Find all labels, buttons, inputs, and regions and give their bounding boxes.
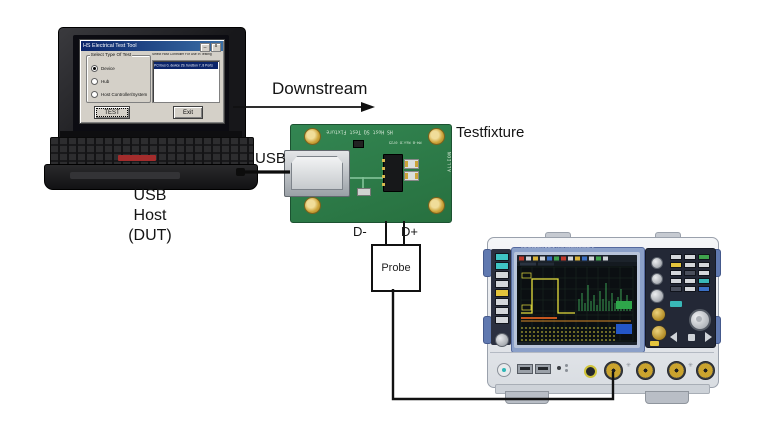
scope-front-divider xyxy=(490,352,714,353)
downstream-label: Downstream xyxy=(272,79,368,98)
pcb-trace xyxy=(345,177,385,179)
usb-cable-label: USB xyxy=(255,150,286,167)
aux-out-connector xyxy=(584,365,597,378)
mounting-pad xyxy=(304,128,321,145)
run-stop-button xyxy=(670,301,682,307)
panel-button xyxy=(650,341,659,346)
arrow-pad xyxy=(670,331,712,343)
display-toolbar-icons xyxy=(519,256,608,261)
trigger-level-knob xyxy=(650,289,664,303)
channel-marker-icon: ✳ xyxy=(626,363,632,369)
radio-hub[interactable]: Hub xyxy=(91,78,112,85)
probe-comp-contact xyxy=(565,364,568,367)
host-controller-listbox[interactable]: PCI bus 0, device 29, function 7, 8 Port… xyxy=(152,60,220,103)
horizontal-scale-knob xyxy=(651,257,663,269)
arrow-right-icon xyxy=(705,332,712,342)
probe-comp-contact xyxy=(557,366,561,370)
smd-component xyxy=(357,188,371,196)
scope-softkey xyxy=(495,253,509,261)
usb-b-connector xyxy=(284,150,350,197)
dialog-title: HS Electrical Test Tool xyxy=(83,43,137,49)
radio-selected-icon[interactable] xyxy=(91,65,98,72)
laptop-hinge xyxy=(60,131,242,138)
dialog-title-bar[interactable]: HS Electrical Test Tool _ x xyxy=(81,41,223,52)
scope-softkey xyxy=(495,289,509,297)
exit-button[interactable]: Exit xyxy=(173,106,203,119)
probe-comp-contact xyxy=(565,369,568,372)
usb-b-opening xyxy=(291,156,343,190)
pin-header xyxy=(382,154,403,192)
radio-device[interactable]: Device xyxy=(91,65,119,72)
scope-softkey xyxy=(495,271,509,279)
minimize-icon[interactable]: _ xyxy=(200,43,210,52)
mounting-pad xyxy=(428,128,445,145)
yellow-trace xyxy=(521,278,575,314)
smd-resistor xyxy=(404,171,419,181)
scope-button-grid xyxy=(670,254,712,292)
usb-host-dut-label: USB Host (DUT) xyxy=(128,187,172,244)
scope-control-panel xyxy=(645,248,716,348)
green-label-box xyxy=(616,301,632,309)
smd-resistor xyxy=(404,159,419,169)
laptop-drive-slot xyxy=(70,172,180,179)
test-type-group-label: Select Type Of Test xyxy=(90,52,132,58)
channel-marker-icon: ✳ xyxy=(688,363,694,369)
test-button[interactable]: TEST xyxy=(94,106,130,119)
scope-softkey xyxy=(495,298,509,306)
measurement-rows xyxy=(521,327,615,341)
probe-box: Probe xyxy=(371,244,421,292)
close-icon[interactable]: x xyxy=(211,43,221,52)
downstream-arrowhead-icon xyxy=(361,102,375,112)
test-type-groupbox: Select Type Of Test Device Hub Host Cont… xyxy=(86,52,151,103)
bnc-input-ch3 xyxy=(667,361,686,380)
scope-waveform-graphic xyxy=(517,255,637,345)
bnc-input-ch4 xyxy=(696,361,715,380)
scope-intensity-knob xyxy=(495,333,509,347)
pcb-silkscreen-brand: ALLION xyxy=(447,151,453,172)
d-minus-label: D- xyxy=(353,224,367,239)
scope-brand-text: ROHDE&SCHWARZ RTO OSCILLOSCOPE xyxy=(521,246,595,250)
listbox-selected-item[interactable]: PCI bus 0, device 29, function 7, 8 Port… xyxy=(154,62,218,69)
radio-host-controller[interactable]: Host Controller/System xyxy=(91,91,163,98)
host-controller-list-label: Select Host Controller For Use In Testin… xyxy=(152,53,212,57)
scope-foot xyxy=(505,391,549,404)
mounting-pad xyxy=(428,197,445,214)
scope-softkey xyxy=(495,316,509,324)
pcb-trace xyxy=(362,177,364,191)
scope-softkey xyxy=(495,280,509,288)
mounting-pad xyxy=(304,197,321,214)
probe-label: Probe xyxy=(381,262,411,274)
vertical-position-knob xyxy=(651,325,667,341)
blue-label-box xyxy=(616,324,632,334)
d-plus-label: D+ xyxy=(401,224,418,239)
scope-softkey xyxy=(495,262,509,270)
vertical-scale-knob xyxy=(651,307,666,322)
scope-softkey-strip xyxy=(491,249,511,347)
scope-display xyxy=(517,255,637,345)
scope-softkey xyxy=(495,307,509,315)
bnc-input-ch2 xyxy=(636,361,655,380)
arrow-left-icon xyxy=(670,332,677,342)
trackpoint-buttons xyxy=(118,155,156,161)
radio-icon[interactable] xyxy=(91,78,98,85)
pcb-silkscreen-title: HS Host SQ Test Fixture xyxy=(326,128,393,135)
scope-foot xyxy=(645,391,689,404)
arrow-center-button xyxy=(687,333,695,341)
bnc-input-ch1 xyxy=(604,361,623,380)
smd-chip xyxy=(353,140,364,148)
radio-icon[interactable] xyxy=(91,91,98,98)
hs-electrical-test-tool-dialog: HS Electrical Test Tool _ x Select Type … xyxy=(79,39,225,124)
pcb-silkscreen-rev: M4-B Rev:D 0725 xyxy=(388,140,422,145)
power-button xyxy=(497,363,511,377)
navigation-knob xyxy=(689,309,711,331)
testfixture-label: Testfixture xyxy=(456,124,525,141)
usb-plug xyxy=(236,168,245,176)
usb-port xyxy=(535,364,551,374)
usb-port xyxy=(517,364,533,374)
horizontal-position-knob xyxy=(651,273,663,285)
